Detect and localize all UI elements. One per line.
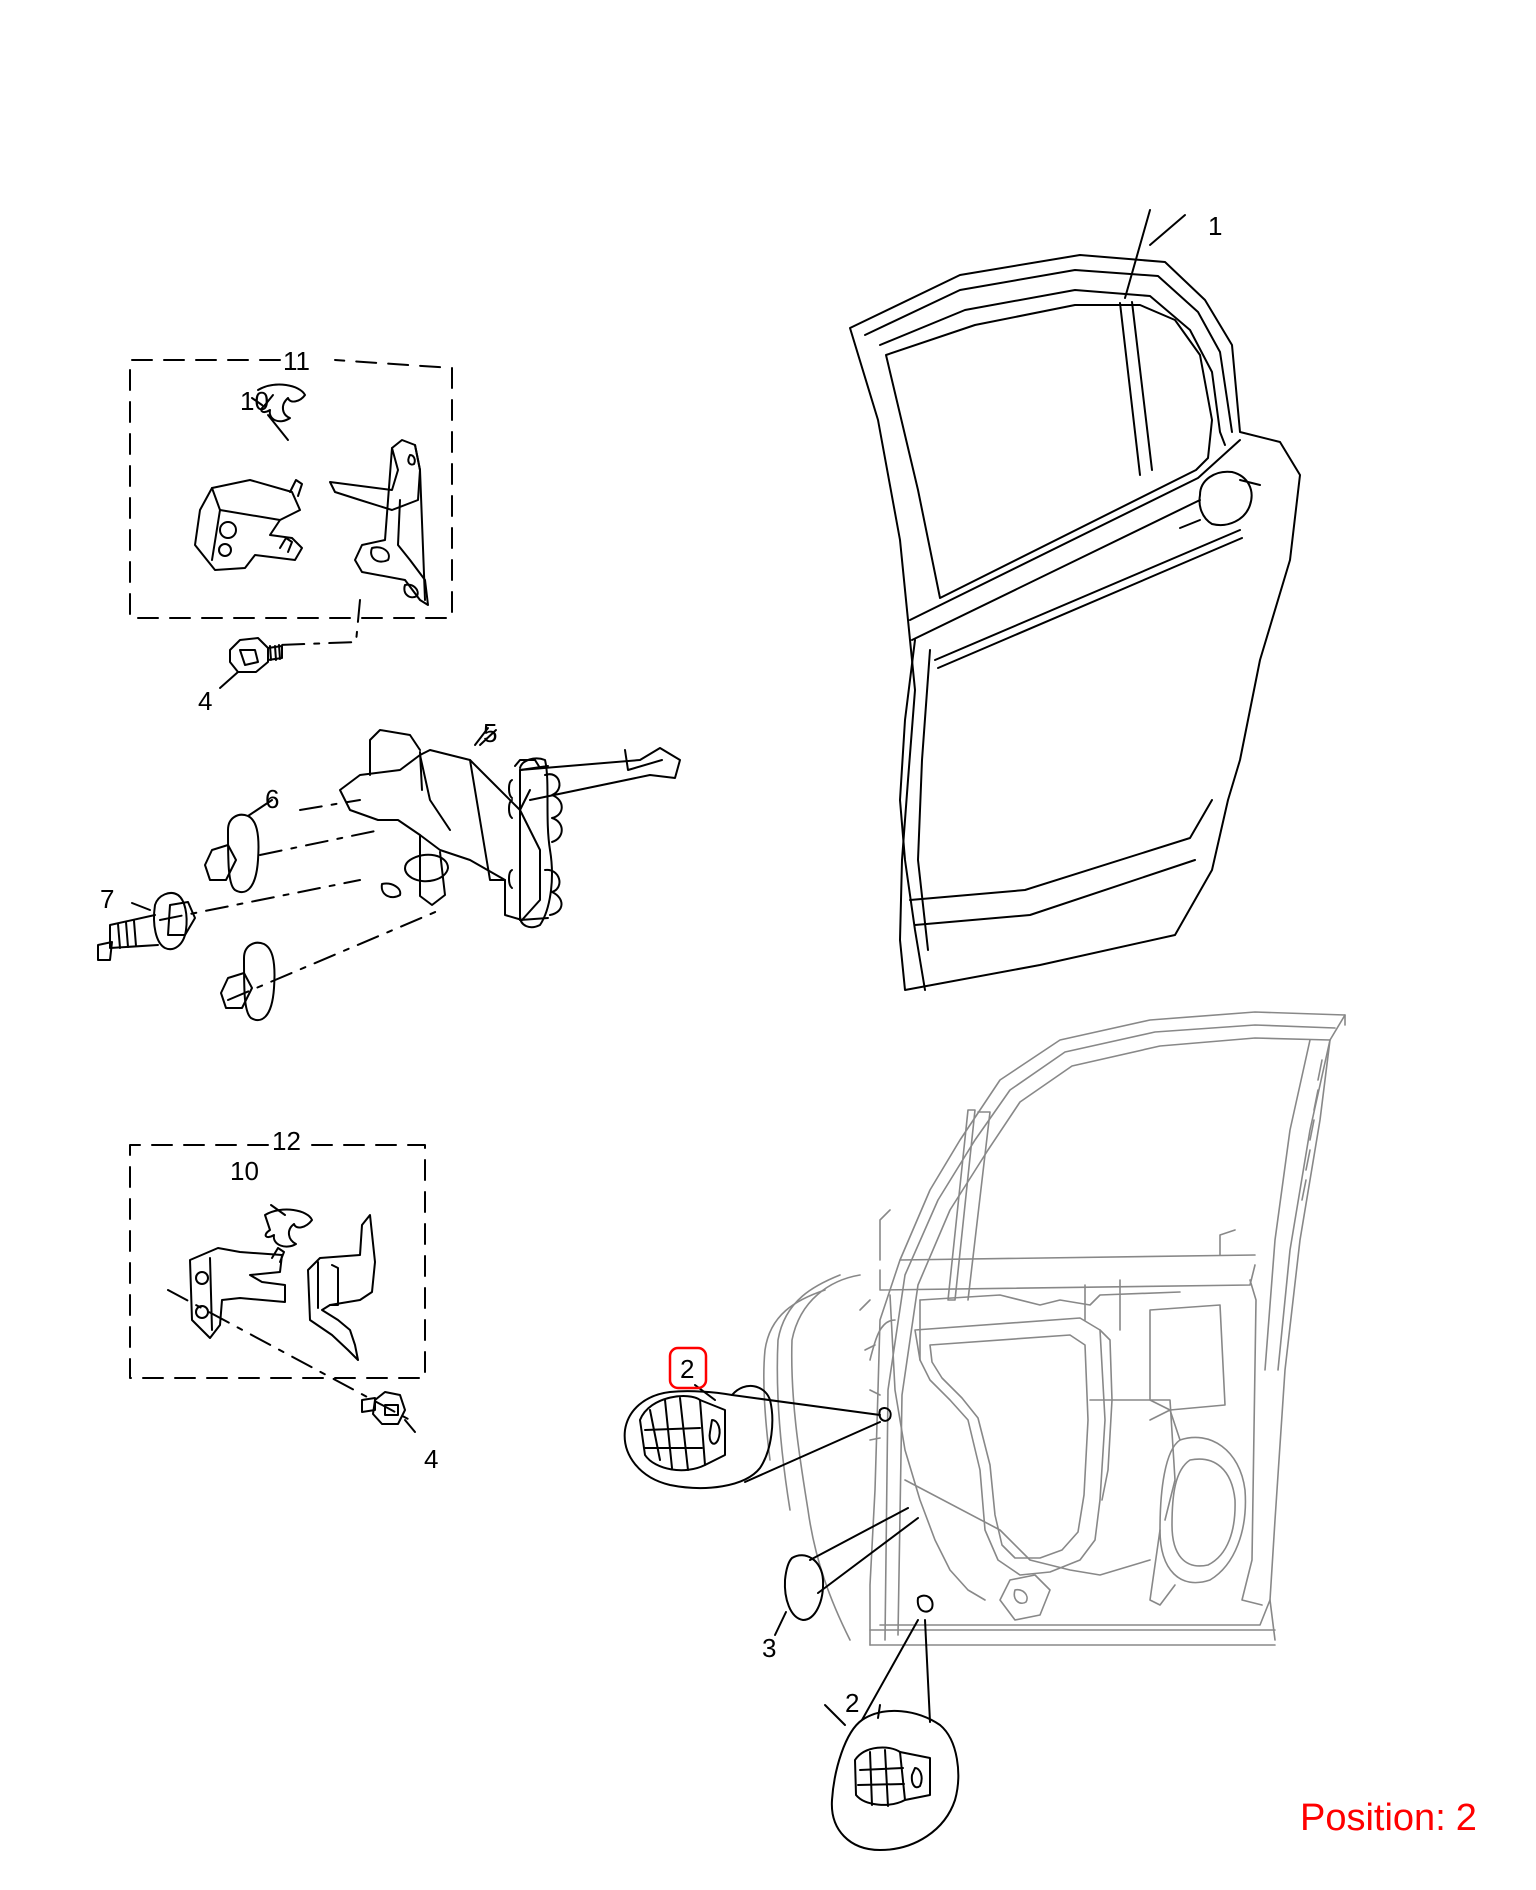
- callout-11[interactable]: 11: [283, 346, 310, 376]
- callout-1[interactable]: 1: [1208, 211, 1222, 241]
- position-label: Position:: [1300, 1797, 1446, 1839]
- plug-holes: [878, 1407, 934, 1613]
- upper-hinge-kit: [129, 359, 453, 646]
- callout-2-upper[interactable]: 2: [680, 1354, 694, 1384]
- callout-3[interactable]: 3: [762, 1633, 776, 1663]
- callout-6[interactable]: 6: [265, 784, 279, 814]
- callout-10-lower[interactable]: 10: [230, 1156, 259, 1186]
- plug-detail-upper: [623, 1385, 881, 1490]
- selected-callout-highlight: [668, 1346, 708, 1390]
- callout-2-lower[interactable]: 2: [845, 1688, 859, 1718]
- stud-7: [97, 892, 196, 961]
- seal-ring-3: [774, 1507, 919, 1636]
- callout-10-upper[interactable]: 10: [240, 386, 269, 416]
- callout-4-lower[interactable]: 4: [424, 1444, 438, 1474]
- rear-door-shell: [849, 209, 1301, 991]
- nut-6: [204, 799, 273, 894]
- bolt-4-lower: [361, 1391, 416, 1433]
- nut-6-lower: [220, 941, 276, 1022]
- lower-hinge-kit: [129, 1144, 426, 1421]
- door-check-assembly: [159, 727, 681, 1001]
- callout-5[interactable]: 5: [483, 718, 497, 748]
- position-value: 2: [1455, 1797, 1477, 1839]
- door-inner-panel: [763, 1011, 1346, 1646]
- bolt-4-upper: [219, 637, 283, 689]
- callout-7[interactable]: 7: [100, 884, 114, 914]
- position-indicator: Position:2: [1300, 1797, 1477, 1840]
- callout-4-upper[interactable]: 4: [198, 686, 212, 716]
- plug-detail-lower: [830, 1619, 960, 1851]
- callout-12[interactable]: 12: [272, 1126, 301, 1156]
